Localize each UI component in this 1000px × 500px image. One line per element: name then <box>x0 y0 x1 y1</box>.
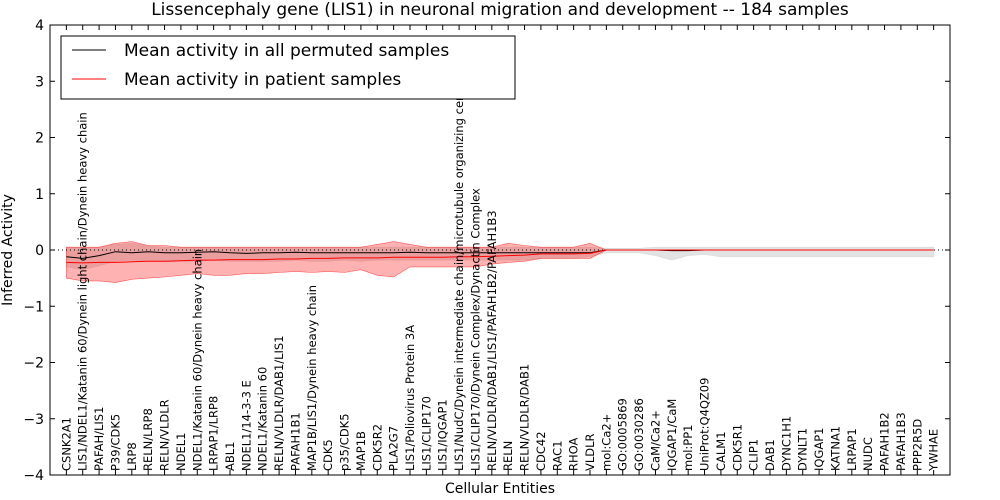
entity-label: MAP1B <box>354 431 368 471</box>
entity-label: CLIP1 <box>747 439 761 471</box>
entity-label: PAFAH1B1 <box>288 412 302 471</box>
entity-label: LIS1/CLIP170 <box>419 396 433 471</box>
y-tick-label: −4 <box>23 468 44 484</box>
entity-label: CDK5 <box>321 439 335 471</box>
entity-label: LIS1/NDEL1/Katanin 60/Dynein light chain… <box>76 112 90 471</box>
entity-label: RELN/VLDLR/DAB1/LIS1 <box>272 335 286 471</box>
entity-label: UniProt:Q4QZ09 <box>698 378 712 471</box>
legend-entry-patient: Mean activity in patient samples <box>124 70 401 90</box>
entity-label: LIS1/IQGAP1 <box>436 399 450 471</box>
entity-label: p35/CDK5 <box>338 413 352 471</box>
entity-label: LIS1/Poliovirus Protein 3A <box>403 325 417 471</box>
entity-label: KATNA1 <box>828 426 842 471</box>
y-tick-label: 1 <box>35 187 44 203</box>
y-tick-label: −2 <box>23 356 44 372</box>
entity-label: RHOA <box>567 438 581 471</box>
entity-label: CDK5R2 <box>370 424 384 471</box>
entity-label: LRPAP1 <box>845 428 859 471</box>
entity-label: NDEL1 <box>174 433 188 471</box>
entity-label: CDC42 <box>534 431 548 471</box>
entity-label: LRP8 <box>125 442 139 471</box>
entity-label: IQGAP1/CaM <box>665 399 679 471</box>
series-line-1 <box>66 249 934 264</box>
entity-label: PAFAH/LIS1 <box>92 407 106 471</box>
lines-group <box>66 249 934 264</box>
bands-group <box>50 241 950 283</box>
entity-label: LIS1/CLIP170/Dynein Complex/Dynactin Com… <box>468 188 482 471</box>
entity-label: IQGAP1 <box>812 428 826 471</box>
entity-label: DYNLT1 <box>796 428 810 471</box>
entity-label: RELN/LRP8 <box>141 408 155 471</box>
entity-label: ABL1 <box>223 442 237 471</box>
y-axis-label: Inferred Activity <box>0 194 16 306</box>
chart-title: Lissencephaly gene (LIS1) in neuronal mi… <box>151 0 849 20</box>
entity-label: NDEL1/14-3-3 E <box>239 380 253 471</box>
x-ticks-group <box>65 25 935 475</box>
entity-label: P39/CDK5 <box>108 414 122 471</box>
entity-label: CDK5R1 <box>730 424 744 471</box>
entity-label: PPP2R5D <box>910 419 924 471</box>
entity-label: RELN/VLDLR/DAB1 <box>518 364 532 471</box>
entity-label: MAP1B/LIS1/Dynein heavy chain <box>305 285 319 471</box>
entity-label: YWHAE <box>927 429 941 472</box>
entity-label: GO:0005869 <box>616 398 630 471</box>
entity-label: DYNC1H1 <box>779 416 793 471</box>
entity-label: PLA2G7 <box>387 426 401 471</box>
x-axis-label: Cellular Entities <box>445 481 555 497</box>
entity-label: CaM/Ca2+ <box>648 410 662 471</box>
entity-label: mol:PP1 <box>681 425 695 472</box>
entity-label: CSNK2A1 <box>59 417 73 471</box>
entity-label: GO:0030286 <box>632 398 646 471</box>
legend-box <box>60 35 516 100</box>
entity-label: CALM1 <box>714 431 728 471</box>
entity-label: VLDLR <box>583 433 597 471</box>
y-ticks-group: −4 −3 −2 −1 0 1 2 3 4 <box>23 18 950 484</box>
entity-label: DAB1 <box>763 439 777 471</box>
legend-entry-permuted: Mean activity in all permuted samples <box>124 41 449 61</box>
entity-label: RELN/VLDLR <box>158 399 172 471</box>
entity-label: NUDC <box>861 437 875 471</box>
y-tick-label: 0 <box>35 243 44 259</box>
entity-label: mol:Ca2+ <box>599 414 613 471</box>
entity-label: RELN/VLDLR/DAB1/LIS1/PAFAH1B2/PAFAH1B3 <box>485 210 499 471</box>
entity-label: NDEL1/Katanin 60 <box>256 367 270 471</box>
entity-label: NDEL1/Katanin 60/Dynein heavy chain <box>190 249 204 471</box>
entity-label: PAFAH1B2 <box>878 412 892 471</box>
y-tick-label: 4 <box>35 18 44 34</box>
y-tick-label: −1 <box>23 299 44 315</box>
entity-label: RELN <box>501 441 515 471</box>
entity-label: PAFAH1B3 <box>894 412 908 471</box>
y-tick-label: 3 <box>35 74 44 90</box>
y-tick-label: 2 <box>35 131 44 147</box>
entity-label: LIS1/NudC/Dynein intermediate chain/micr… <box>452 77 466 471</box>
y-tick-label: −3 <box>23 412 44 428</box>
legend: Mean activity in all permuted samples Me… <box>60 35 516 100</box>
entity-label: RAC1 <box>550 440 564 471</box>
entity-label: LRPAP1/LRP8 <box>207 396 221 471</box>
